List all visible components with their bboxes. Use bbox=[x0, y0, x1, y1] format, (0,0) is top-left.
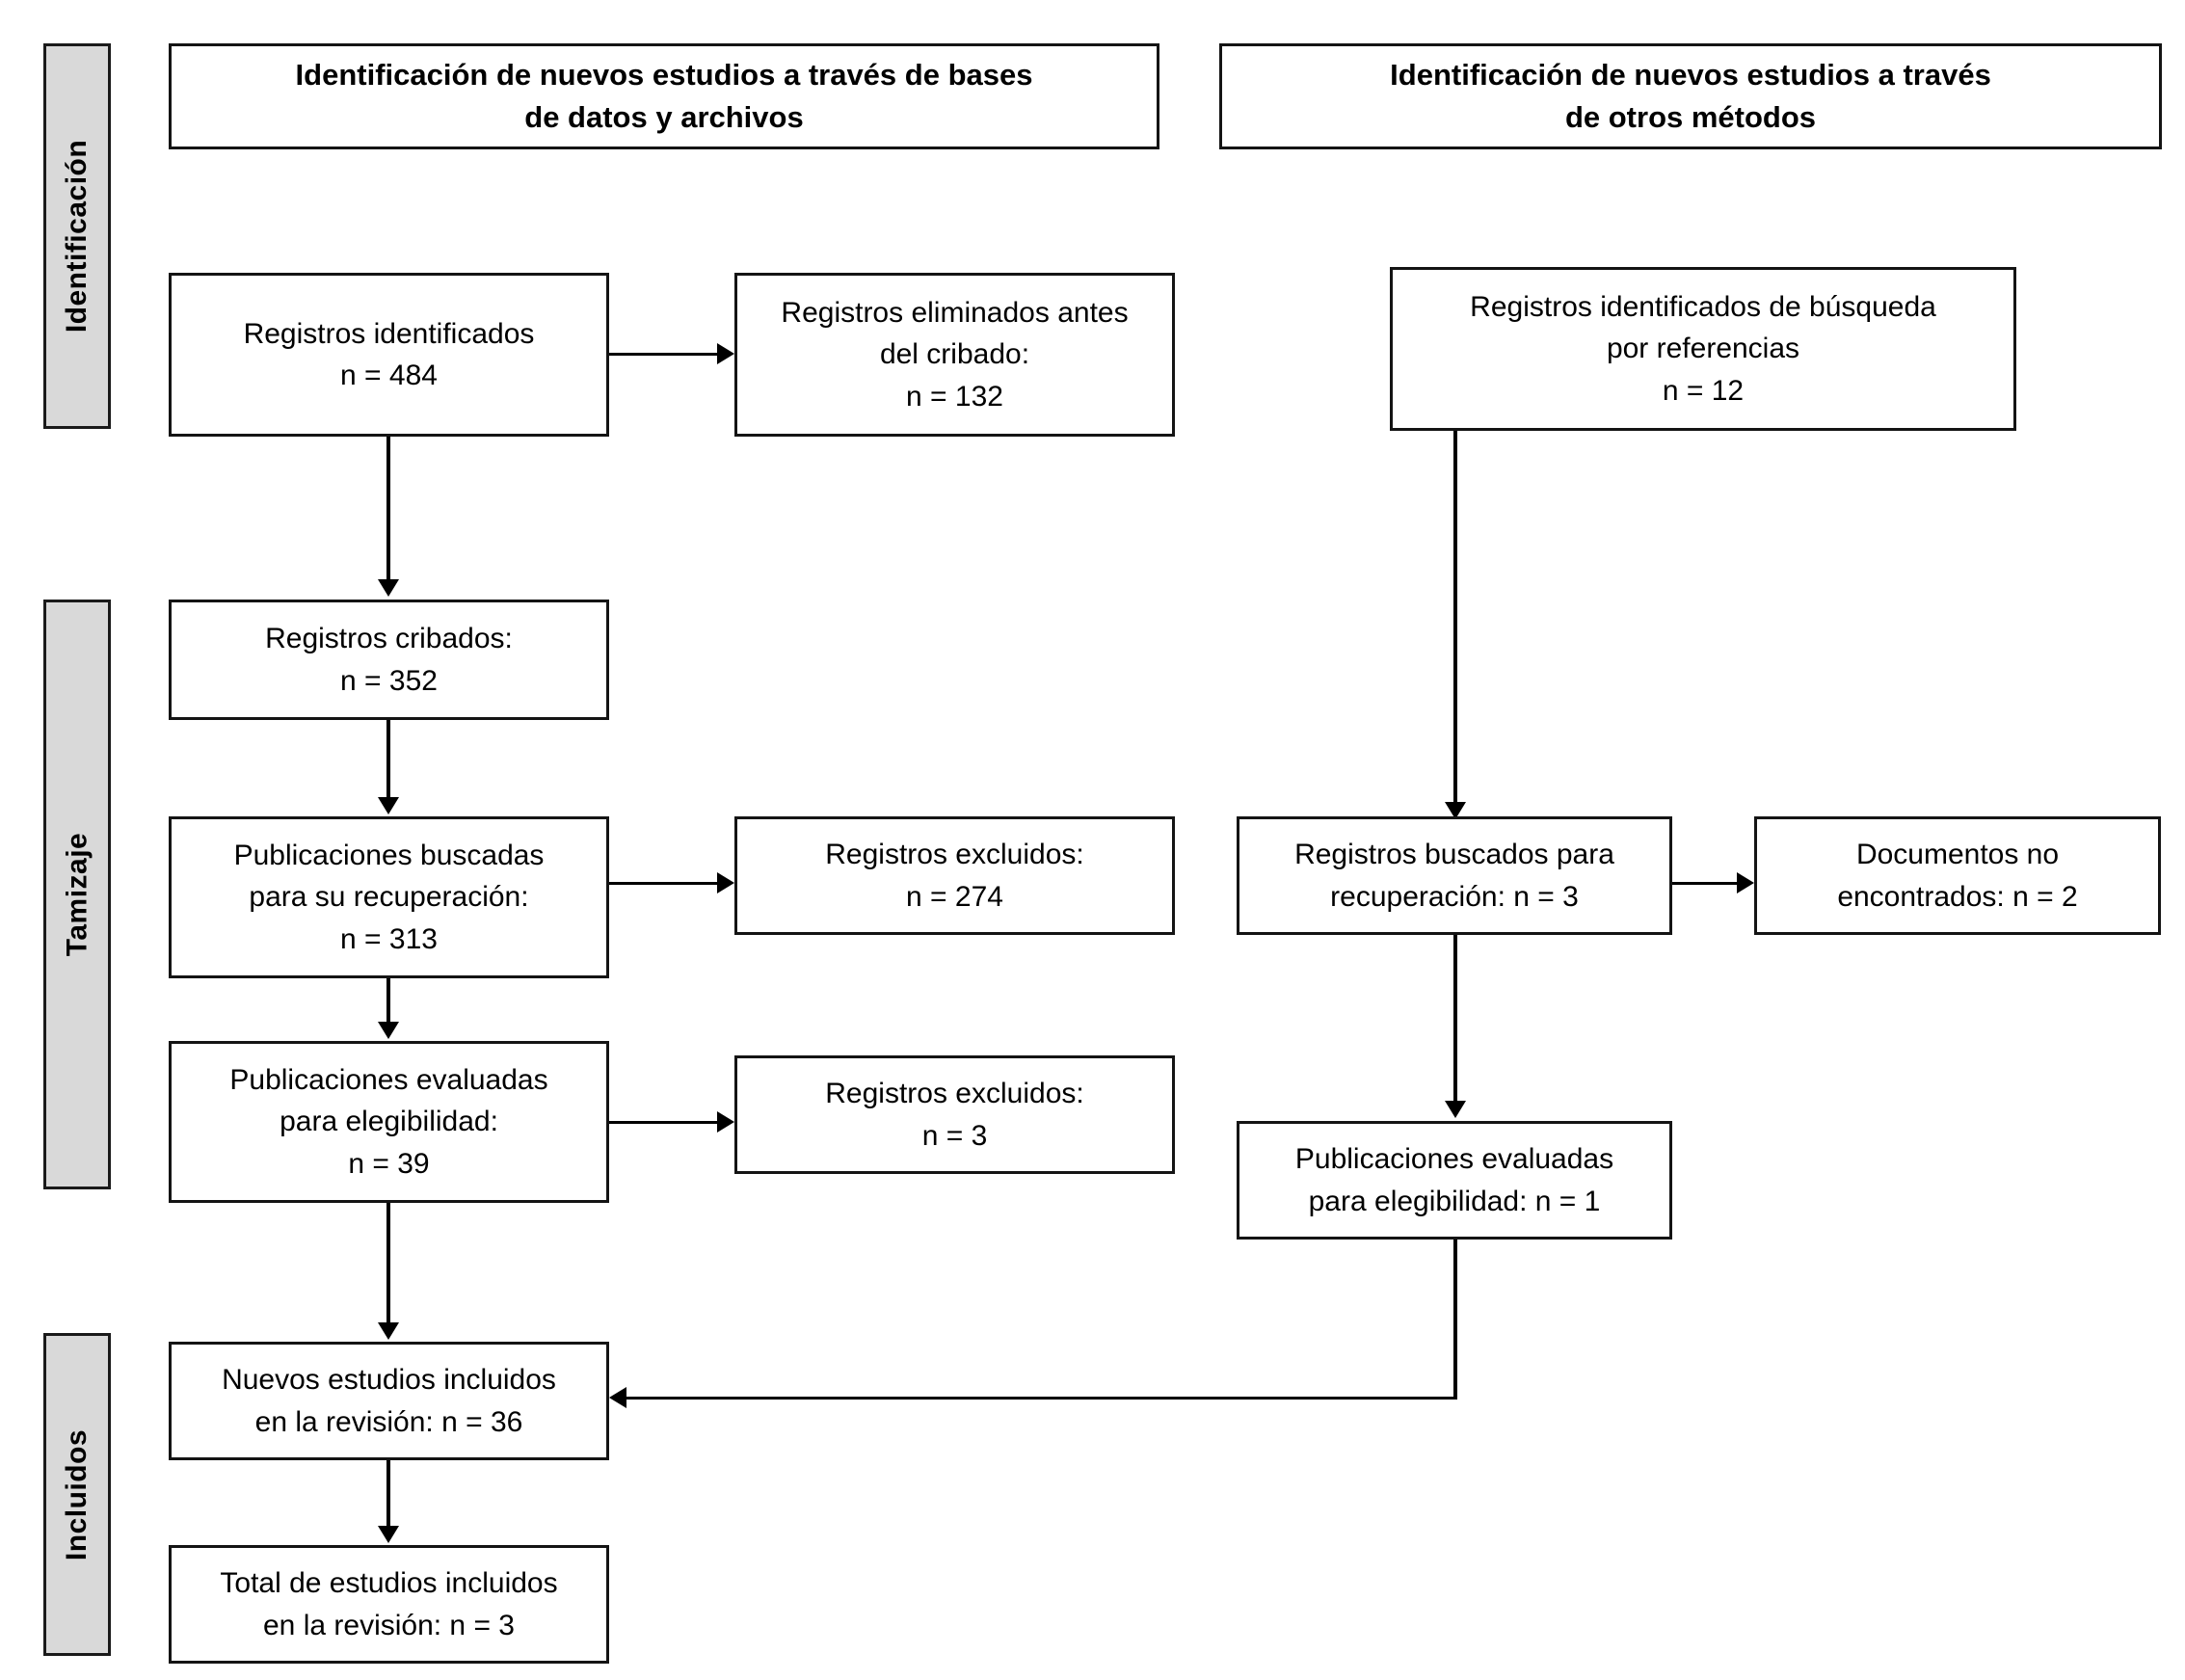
new-studies-included-line-2: en la revisión: n = 36 bbox=[254, 1405, 523, 1438]
total-studies-included-line-1: Total de estudios incluidos bbox=[220, 1567, 558, 1599]
header-databases-line-2: de datos y archivos bbox=[524, 100, 804, 134]
arrowhead-sought-to-excluded274 bbox=[717, 872, 734, 893]
connector-assessed-to-excluded3 bbox=[609, 1121, 717, 1124]
arrowhead-screened-to-sought bbox=[378, 797, 399, 814]
records-identified-line-2: n = 484 bbox=[340, 360, 438, 391]
arrowhead-sought-to-assessed bbox=[378, 1022, 399, 1039]
box-total-studies-included: Total de estudios incluidos en la revisi… bbox=[169, 1545, 609, 1664]
box-records-screened: Registros cribados: n = 352 bbox=[169, 600, 609, 720]
arrowhead-identified-to-screened bbox=[378, 579, 399, 597]
reports-not-retrieved-line-1: Documentos no bbox=[1855, 839, 2060, 870]
connector-included-to-total bbox=[386, 1460, 390, 1526]
box-records-excluded-274: Registros excluidos: n = 274 bbox=[734, 816, 1175, 935]
records-removed-line-1: Registros eliminados antes bbox=[781, 296, 1129, 329]
arrowhead-included-to-total bbox=[378, 1526, 399, 1543]
connector-other-elbow-vertical bbox=[1453, 1240, 1457, 1400]
box-reports-not-retrieved-other: Documentos no encontrados: n = 2 bbox=[1754, 816, 2161, 935]
box-records-excluded-3: Registros excluidos: n = 3 bbox=[734, 1055, 1175, 1174]
stage-label-incluidos: Incluidos bbox=[61, 1428, 93, 1560]
reports-sought-line-1: Publicaciones buscadas bbox=[233, 839, 545, 871]
box-reports-assessed-eligibility: Publicaciones evaluadas para elegibilida… bbox=[169, 1041, 609, 1203]
stage-label-identificacion: Identificación bbox=[61, 139, 93, 333]
connector-sought-to-excluded274 bbox=[609, 882, 717, 885]
arrowhead-other-to-included bbox=[609, 1387, 626, 1408]
arrowhead-sought-other-to-assessed-other bbox=[1445, 1101, 1466, 1118]
records-identified-line-1: Registros identificados bbox=[243, 317, 535, 350]
records-excluded-3-line-2: n = 3 bbox=[921, 1119, 988, 1152]
connector-other-elbow-horizontal bbox=[626, 1397, 1457, 1400]
header-box-other-methods: Identificación de nuevos estudios a trav… bbox=[1219, 43, 2162, 149]
connector-sought-to-assessed bbox=[386, 978, 390, 1022]
reports-sought-line-3: n = 313 bbox=[340, 922, 438, 955]
arrowhead-assessed-to-excluded3 bbox=[717, 1111, 734, 1133]
assessed-eligibility-other-line-2: para elegibilidad: n = 1 bbox=[1308, 1185, 1601, 1217]
records-removed-line-2: del cribado: bbox=[879, 338, 1030, 371]
new-studies-included-line-1: Nuevos estudios incluidos bbox=[222, 1364, 556, 1396]
connector-identified-to-removed bbox=[609, 353, 717, 356]
records-screened-line-1: Registros cribados: bbox=[265, 623, 513, 654]
connector-assessed-to-included bbox=[386, 1203, 390, 1322]
connector-sought-other-to-not-retrieved bbox=[1672, 882, 1737, 885]
header-other-methods-line-2: de otros métodos bbox=[1564, 100, 1817, 134]
records-excluded-274-line-1: Registros excluidos: bbox=[825, 839, 1084, 870]
assessed-eligibility-line-1: Publicaciones evaluadas bbox=[229, 1063, 548, 1096]
records-removed-line-3: n = 132 bbox=[906, 380, 1003, 413]
arrowhead-identified-to-removed bbox=[717, 343, 734, 364]
arrowhead-assessed-to-included bbox=[378, 1322, 399, 1340]
box-new-studies-included: Nuevos estudios incluidos en la revisión… bbox=[169, 1342, 609, 1460]
box-records-identified-citation-search: Registros identificados de búsqueda por … bbox=[1390, 267, 2016, 431]
header-other-methods-line-1: Identificación de nuevos estudios a trav… bbox=[1390, 57, 1991, 92]
stage-bar-incluidos: Incluidos bbox=[43, 1333, 111, 1656]
connector-sought-other-to-assessed-other bbox=[1453, 935, 1457, 1101]
arrowhead-citation-to-sought-other bbox=[1445, 802, 1466, 819]
header-box-databases: Identificación de nuevos estudios a trav… bbox=[169, 43, 1159, 149]
box-reports-sought-retrieval: Publicaciones buscadas para su recuperac… bbox=[169, 816, 609, 978]
connector-identified-to-screened bbox=[386, 437, 390, 579]
records-excluded-3-line-1: Registros excluidos: bbox=[825, 1078, 1084, 1109]
stage-label-tamizaje: Tamizaje bbox=[61, 832, 93, 957]
header-databases-line-1: Identificación de nuevos estudios a trav… bbox=[295, 57, 1033, 92]
total-studies-included-line-2: en la revisión: n = 3 bbox=[263, 1609, 515, 1641]
stage-bar-tamizaje: Tamizaje bbox=[43, 600, 111, 1189]
reports-sought-line-2: para su recuperación: bbox=[249, 881, 529, 914]
arrowhead-sought-other-to-not-retrieved bbox=[1737, 872, 1754, 893]
box-records-removed-before-screening: Registros eliminados antes del cribado: … bbox=[734, 273, 1175, 437]
stage-bar-identificacion: Identificación bbox=[43, 43, 111, 429]
box-reports-sought-retrieval-other: Registros buscados para recuperación: n … bbox=[1237, 816, 1672, 935]
records-excluded-274-line-2: n = 274 bbox=[906, 880, 1003, 913]
citation-search-line-1: Registros identificados de búsqueda bbox=[1470, 290, 1936, 323]
reports-sought-other-line-1: Registros buscados para bbox=[1294, 839, 1614, 870]
assessed-eligibility-line-3: n = 39 bbox=[348, 1147, 430, 1180]
citation-search-line-3: n = 12 bbox=[1662, 374, 1745, 407]
assessed-eligibility-line-2: para elegibilidad: bbox=[280, 1106, 498, 1138]
citation-search-line-2: por referencias bbox=[1606, 333, 1800, 365]
box-reports-assessed-eligibility-other: Publicaciones evaluadas para elegibilida… bbox=[1237, 1121, 1672, 1240]
assessed-eligibility-other-line-1: Publicaciones evaluadas bbox=[1294, 1143, 1614, 1175]
connector-citation-to-sought-other bbox=[1453, 431, 1457, 802]
records-screened-line-2: n = 352 bbox=[340, 664, 438, 697]
box-records-identified: Registros identificados n = 484 bbox=[169, 273, 609, 437]
connector-screened-to-sought bbox=[386, 720, 390, 797]
reports-not-retrieved-line-2: encontrados: n = 2 bbox=[1837, 880, 2078, 913]
reports-sought-other-line-2: recuperación: n = 3 bbox=[1330, 880, 1579, 913]
